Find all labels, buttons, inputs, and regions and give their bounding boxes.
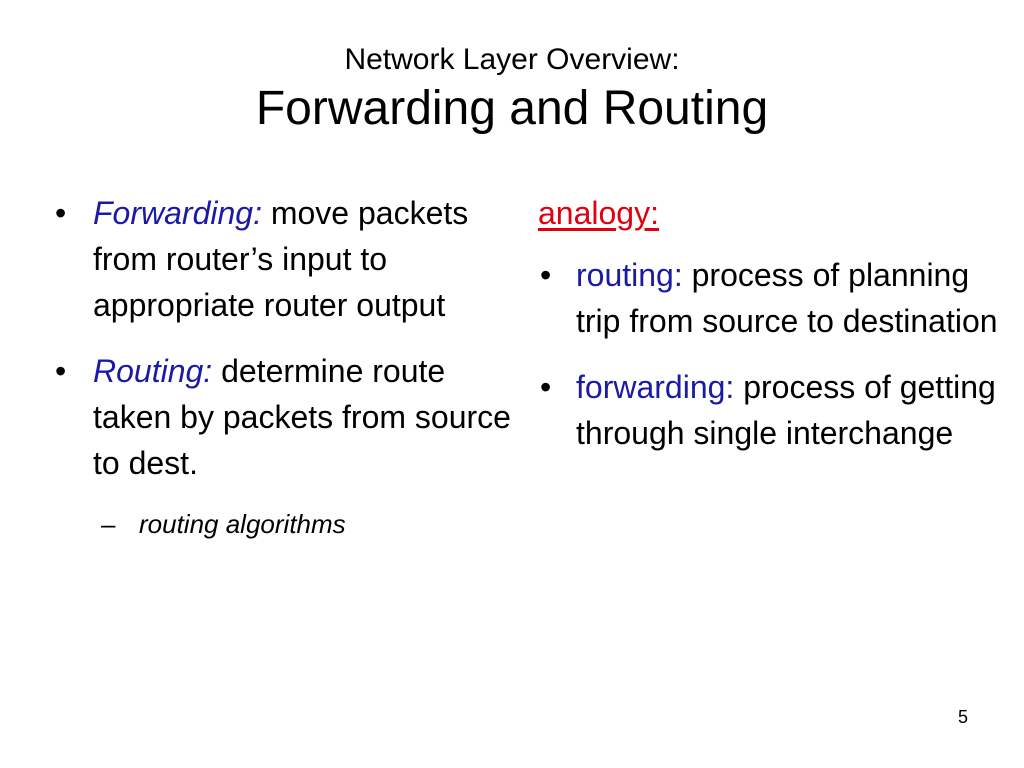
bullet-analogy-routing: • routing: process of planning trip from… bbox=[538, 252, 998, 344]
bullet-marker: • bbox=[540, 257, 552, 293]
bullet-term: Routing: bbox=[93, 353, 213, 389]
left-column: • Forwarding: move packets from router’s… bbox=[55, 190, 515, 542]
title-line-2: Forwarding and Routing bbox=[255, 82, 769, 135]
bullet-term: forwarding: bbox=[576, 369, 735, 405]
bullet-term: Forwarding: bbox=[93, 195, 262, 231]
bullet-text: process of planning trip from source to … bbox=[576, 257, 998, 339]
bullet-marker: • bbox=[55, 195, 67, 231]
right-column: analogy: • routing: process of planning … bbox=[538, 190, 998, 476]
bullet-text: determine route taken by packets from so… bbox=[93, 353, 511, 481]
page-number: 5 bbox=[957, 707, 968, 727]
title-line-1: Network Layer Overview: bbox=[344, 43, 680, 76]
bullet-routing: • Routing: determine route taken by pack… bbox=[55, 348, 515, 486]
bullet-marker: • bbox=[55, 353, 67, 389]
bullet-term: routing: bbox=[576, 257, 683, 293]
bullet-analogy-forwarding: • forwarding: process of getting through… bbox=[538, 364, 998, 456]
bullet-text: process of getting through single interc… bbox=[576, 369, 996, 451]
sub-bullet-routing-algorithms: – routing algorithms bbox=[101, 506, 515, 542]
slide-title: Network Layer Overview: Forwarding and R… bbox=[0, 40, 1024, 138]
bullet-marker: • bbox=[540, 369, 552, 405]
analogy-heading: analogy: bbox=[538, 195, 659, 231]
sub-bullet-text: routing algorithms bbox=[139, 509, 346, 539]
bullet-text: move packets from router’s input to appr… bbox=[93, 195, 469, 323]
bullet-forwarding: • Forwarding: move packets from router’s… bbox=[55, 190, 515, 328]
sub-bullet-marker: – bbox=[101, 509, 116, 539]
